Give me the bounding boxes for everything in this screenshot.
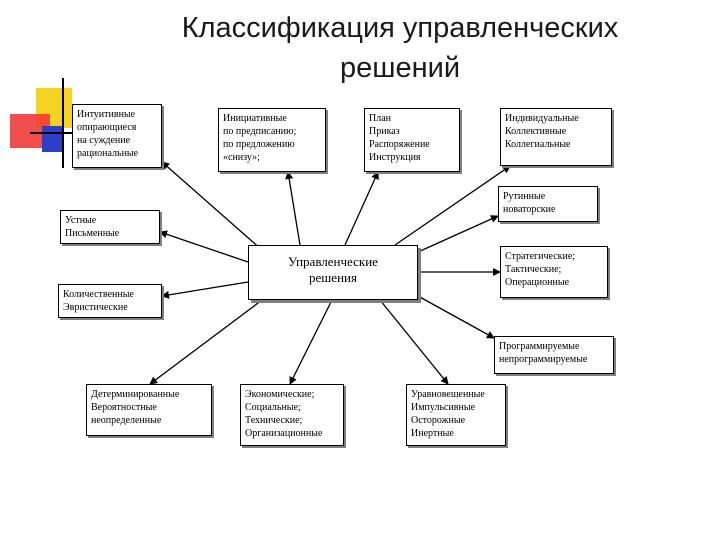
box-routine: Рутинные новаторские [498, 186, 598, 222]
arrow-to-programmable [417, 295, 495, 339]
box-balanced: Уравновешенные Импульсивные Осторожные И… [406, 384, 506, 446]
box-programmable: Программируемые непрограммируемые [494, 336, 614, 374]
page-title: Классификация управленческих решений [181, 12, 619, 84]
arrow-to-individual [394, 165, 511, 246]
arrow-to-initiative [285, 171, 301, 246]
box-oral: Устные Письменные [60, 210, 160, 244]
box-quantitative: Количественные Эвристические [58, 284, 162, 318]
box-initiative: Инициативные по предписанию; по предложе… [218, 108, 326, 172]
box-economic: Экономические; Социальные; Технические; … [240, 384, 344, 446]
arrow-to-balanced [379, 299, 449, 385]
box-individual: Индивидуальные Коллективные Коллегиальны… [500, 108, 612, 166]
deco-horizontal-line [30, 132, 80, 134]
box-determined: Детерминированные Вероятностные неопреде… [86, 384, 212, 436]
arrow-to-determined [149, 299, 263, 385]
box-plan: План Приказ Распоряжение Инструкция [364, 108, 460, 172]
arrow-to-intuitive [161, 161, 263, 251]
arrow-to-plan [344, 171, 379, 246]
box-strategic: Стратегические; Тактические; Операционны… [500, 246, 608, 298]
box-intuitive: Интуитивные опирающиеся на суждение раци… [72, 104, 162, 168]
arrow-to-economic [289, 299, 333, 385]
arrow-to-oral [159, 230, 249, 263]
center-box: Управленческие решения [248, 245, 418, 300]
arrow-to-routine [417, 215, 499, 253]
arrow-to-quantitative [161, 281, 249, 299]
deco-vertical-line [62, 78, 64, 168]
